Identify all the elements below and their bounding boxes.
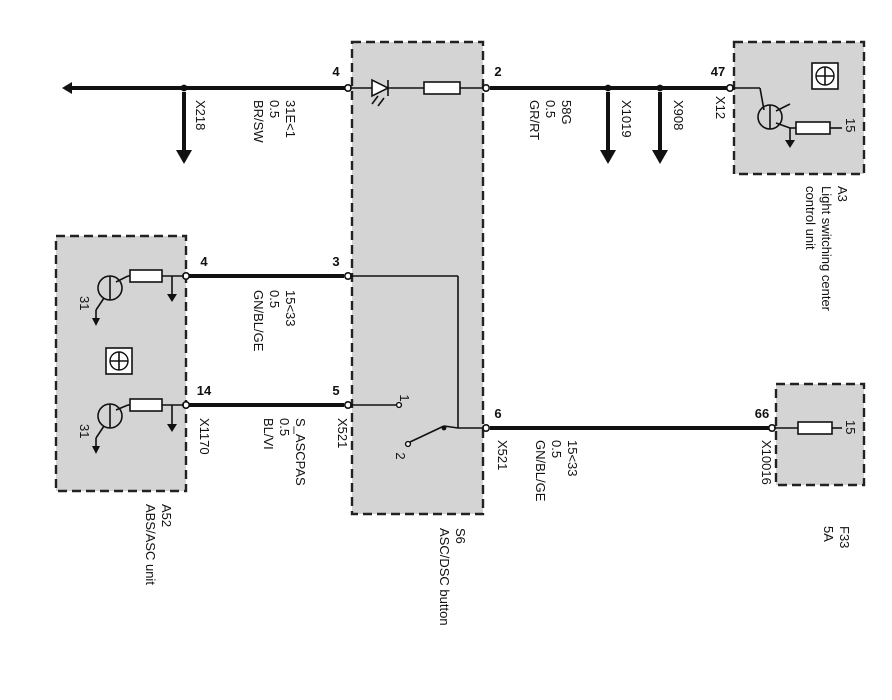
a3-pin-15-label: 15 xyxy=(843,118,858,132)
a3-transistor-circuit xyxy=(732,87,842,148)
wire2-gauge: 0.5 xyxy=(543,100,558,118)
wire3-color: GN/BL/GE xyxy=(251,290,266,352)
x1019-label: X1019 xyxy=(619,100,634,138)
s6-pin-4-label: 4 xyxy=(332,64,340,79)
wire1-color: BR/SW xyxy=(251,100,266,143)
wire2-signal: 58G xyxy=(559,100,574,125)
x521-left-label: X521 xyxy=(335,418,350,448)
a3-control-unit-symbol xyxy=(811,62,839,90)
wire4-gauge: 0.5 xyxy=(277,418,292,436)
a3-name-line2: control unit xyxy=(803,186,818,250)
f33-fuse-element xyxy=(774,421,842,435)
wire2-color: GR/RT xyxy=(527,100,542,140)
wire5-gauge: 0.5 xyxy=(549,440,564,458)
wire-pin5-to-a52-pin14 xyxy=(182,400,352,409)
s6-switch xyxy=(350,275,484,448)
x10016-label: X10016 xyxy=(759,440,774,485)
s6-asc-dsc-button-box xyxy=(350,40,485,516)
x218-label: X218 xyxy=(193,100,208,130)
s6-ref: S6 xyxy=(453,528,468,544)
ground-arrow-x908 xyxy=(652,92,668,164)
a52-pin-14-label: 14 xyxy=(197,383,212,398)
wire4-signal: S_ASCPAS xyxy=(293,418,308,486)
a52-control-unit-symbol xyxy=(105,347,133,375)
wire5-color: GN/BL/GE xyxy=(533,440,548,502)
a52-pin-4-label: 4 xyxy=(200,254,208,269)
x12-label: X12 xyxy=(713,96,728,119)
a52-ground-31-upper: 31 xyxy=(77,296,92,310)
a52-ref: A52 xyxy=(159,504,174,527)
wire3-gauge: 0.5 xyxy=(267,290,282,308)
f33-pin-15-label: 15 xyxy=(843,420,858,434)
x908-label: X908 xyxy=(671,100,686,130)
wire-pin6-to-f33 xyxy=(481,423,776,432)
s6-name: ASC/DSC button xyxy=(437,528,452,626)
s6-switch-contact-1: 1 xyxy=(397,394,412,401)
s6-switch-contact-2: 2 xyxy=(393,452,408,459)
wire1-signal: 31E<1 xyxy=(283,100,298,138)
f33-rating: 5A xyxy=(821,526,836,542)
s6-pin-3-label: 3 xyxy=(332,254,339,269)
a3-pin-47-label: 47 xyxy=(711,64,725,79)
x1170-label: X1170 xyxy=(197,418,212,455)
s6-led-resistor xyxy=(350,78,484,107)
f33-ref: F33 xyxy=(837,526,852,548)
ground-arrow-x1019 xyxy=(600,92,616,164)
a3-light-switching-center-box xyxy=(732,40,866,176)
a52-ground-31-lower: 31 xyxy=(77,424,92,438)
ground-arrow-x218 xyxy=(176,92,192,164)
top-wire xyxy=(62,82,734,94)
wire4-color: BL/VI xyxy=(261,418,276,450)
wire3-signal: 15<33 xyxy=(283,290,298,327)
f33-pin-66-label: 66 xyxy=(755,406,769,421)
wire1-gauge: 0.5 xyxy=(267,100,282,118)
a3-name-line1: Light switching center xyxy=(819,186,834,312)
x521-right-label: X521 xyxy=(495,440,510,470)
s6-pin-6-label: 6 xyxy=(494,406,501,421)
s6-pin-5-label: 5 xyxy=(332,383,339,398)
wire5-signal: 15<33 xyxy=(565,440,580,477)
a52-transistor-upper xyxy=(92,269,184,326)
wire-pin3-to-a52-pin4 xyxy=(182,271,352,280)
s6-pin-2-label: 2 xyxy=(494,64,501,79)
a52-transistor-lower xyxy=(92,398,184,454)
a52-name: ABS/ASC unit xyxy=(143,504,158,585)
a3-ref: A3 xyxy=(835,186,850,202)
